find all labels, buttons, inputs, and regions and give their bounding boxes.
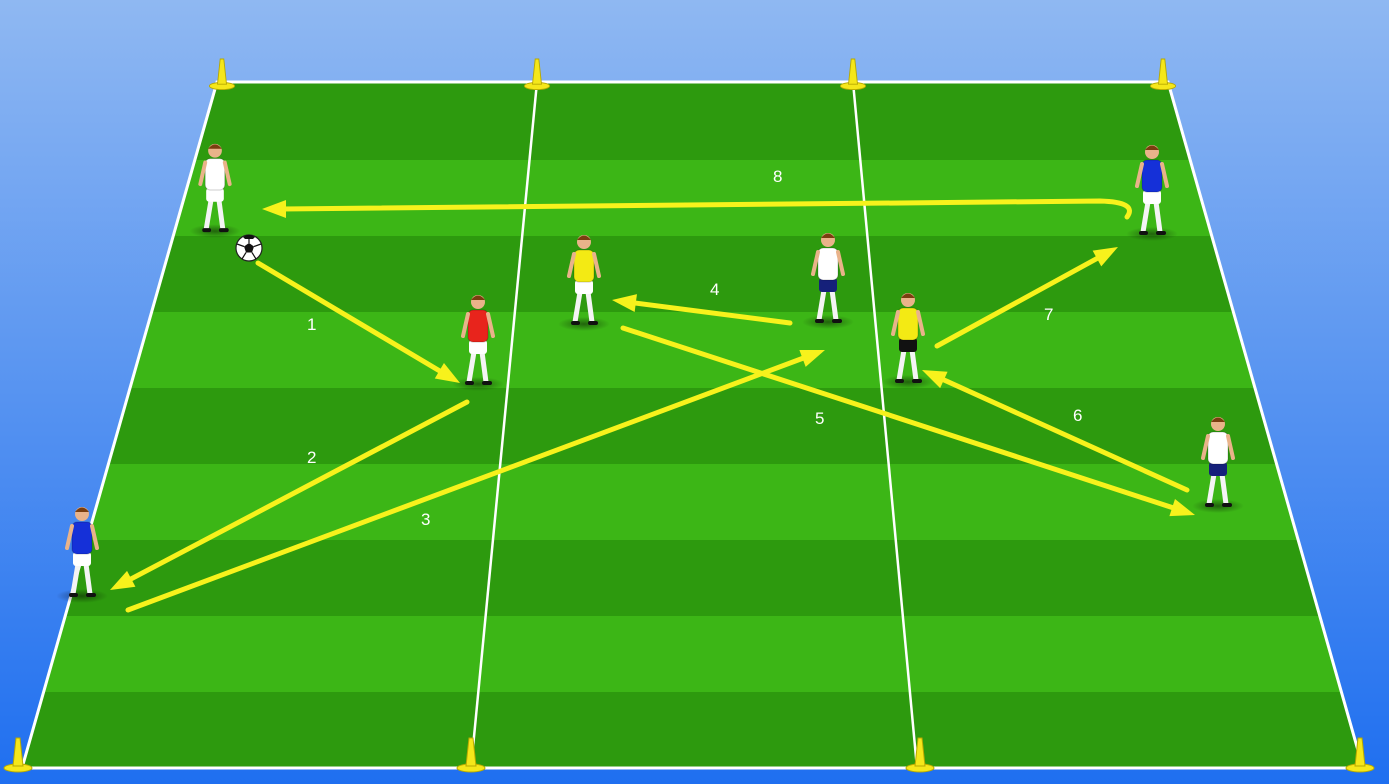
- pass-label-7: 7: [1044, 305, 1053, 324]
- soccer-ball-icon: [236, 235, 262, 261]
- pitch-stripe: [0, 236, 1389, 312]
- pass-label-1: 1: [307, 315, 316, 334]
- pass-label-6: 6: [1073, 406, 1082, 425]
- pass-label-4: 4: [710, 280, 719, 299]
- pitch-stripe: [0, 616, 1389, 692]
- pitch-stripe: [0, 692, 1389, 768]
- pass-label-8: 8: [773, 167, 782, 186]
- pass-label-5: 5: [815, 409, 824, 428]
- pitch-stripe: [0, 464, 1389, 540]
- pass-label-2: 2: [307, 448, 316, 467]
- pass-label-3: 3: [421, 510, 430, 529]
